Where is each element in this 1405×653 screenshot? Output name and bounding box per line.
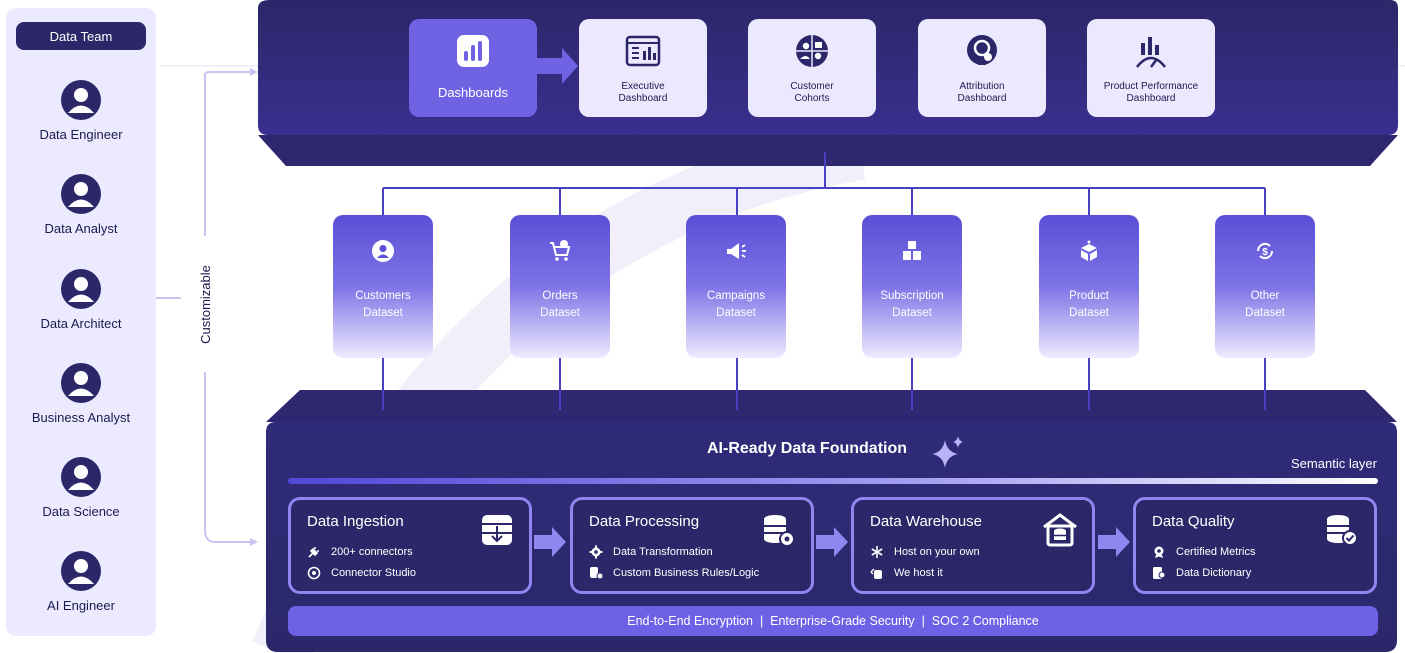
- subscription-dataset-card[interactable]: Subscription Dataset: [862, 215, 962, 358]
- cart-icon: [550, 240, 571, 261]
- user-avatar-icon: [61, 551, 101, 591]
- customer-cohorts-label: Customer Cohorts: [790, 81, 834, 104]
- team-member-label: Business Analyst: [31, 410, 131, 425]
- data-ingestion-stage[interactable]: Data Ingestion 200+ connectors Connector…: [288, 497, 532, 594]
- semantic-layer-label: Semantic layer: [1291, 456, 1377, 471]
- customer-cohorts-card[interactable]: Customer Cohorts: [748, 19, 876, 117]
- attribution-icon: [967, 35, 997, 65]
- customizable-label-box: Customizable: [181, 236, 230, 372]
- dashboards-card[interactable]: Dashboards: [409, 19, 537, 117]
- attribution-dashboard-card[interactable]: Attribution Dashboard: [918, 19, 1046, 117]
- team-member-business-analyst: Business Analyst: [6, 363, 156, 443]
- team-member-ai-engineer: AI Engineer: [6, 551, 156, 631]
- customers-dataset-label: Customers Dataset: [355, 290, 411, 319]
- svg-text:$: $: [1262, 247, 1268, 258]
- user-avatar-icon: [61, 80, 101, 120]
- executive-dashboard-card[interactable]: Executive Dashboard: [579, 19, 707, 117]
- customers-dataset-card[interactable]: Customers Dataset: [333, 215, 433, 358]
- team-member-data-analyst: Data Analyst: [6, 174, 156, 254]
- executive-dashboard-label: Executive Dashboard: [618, 81, 668, 104]
- sparkle-icon: [932, 436, 963, 468]
- dashboards-band-lip: [258, 135, 1398, 166]
- stage-row: Data Transformation: [589, 545, 713, 559]
- customizable-label: Customizable: [198, 264, 214, 344]
- team-member-label: Data Science: [42, 504, 120, 519]
- bar-chart-icon: [457, 35, 489, 67]
- foundation-title: AI-Ready Data Foundation: [707, 440, 908, 457]
- attribution-dashboard-label: Attribution Dashboard: [957, 81, 1007, 104]
- other-dataset-label: Other Dataset: [1245, 290, 1285, 319]
- certified-badge-icon: [1154, 546, 1164, 558]
- stage-row: Connector Studio: [307, 566, 416, 580]
- user-avatar-icon: [61, 269, 101, 309]
- product-performance-icon: [1136, 37, 1166, 68]
- user-avatar-icon: [61, 174, 101, 214]
- dataset-legs: [382, 358, 1266, 410]
- stage-title: Data Ingestion: [307, 513, 404, 530]
- foundation-band-lip: [266, 390, 1397, 422]
- team-member-label: Data Engineer: [39, 127, 123, 142]
- stage-row: Host on your own: [870, 545, 980, 559]
- campaigns-dataset-card[interactable]: Campaigns Dataset: [686, 215, 786, 358]
- stage-row: 200+ connectors: [307, 545, 413, 559]
- database-import-icon: [482, 515, 512, 545]
- stage-row: Certified Metrics: [1152, 545, 1255, 559]
- dashboards-label: Dashboards: [437, 85, 509, 100]
- data-quality-stage[interactable]: Data Quality Certified Metrics Data Dict…: [1133, 497, 1377, 594]
- data-team-badge: Data Team: [16, 22, 146, 50]
- data-warehouse-stage[interactable]: Data Warehouse Host on your own We host …: [851, 497, 1095, 594]
- stage-title: Data Processing: [589, 513, 700, 530]
- database-gear-icon: [764, 515, 795, 547]
- team-member-label: Data Architect: [40, 316, 122, 331]
- team-member-data-science: Data Science: [6, 457, 156, 537]
- dashboards-arrow: [537, 48, 578, 84]
- connector-studio-icon: [307, 566, 321, 580]
- user-avatar-icon: [61, 363, 101, 403]
- product-performance-dashboard-label: Product Performance Dashboard: [1103, 81, 1199, 104]
- orders-dataset-card[interactable]: Orders Dataset: [510, 215, 610, 358]
- data-team-panel: Data Team Data Engineer Data Analyst Dat…: [6, 8, 156, 636]
- team-member-data-engineer: Data Engineer: [6, 80, 156, 160]
- other-dataset-card[interactable]: $ Other Dataset: [1215, 215, 1315, 358]
- product-dataset-card[interactable]: Product Dataset: [1039, 215, 1139, 358]
- database-rules-icon: [590, 567, 603, 580]
- stage-row: Custom Business Rules/Logic: [589, 566, 759, 580]
- executive-dashboard-icon: [625, 35, 661, 67]
- stage-row: Data Dictionary: [1152, 566, 1251, 580]
- dollar-cycle-icon: $: [1256, 242, 1274, 260]
- user-avatar-icon: [61, 457, 101, 497]
- dataset-connectors: [382, 152, 1266, 215]
- gear-icon: [589, 545, 603, 559]
- semantic-layer-bar: [288, 478, 1378, 484]
- product-performance-dashboard-card[interactable]: Product Performance Dashboard: [1087, 19, 1215, 117]
- database-check-icon: [1327, 515, 1358, 546]
- customer-cohorts-icon: [796, 35, 828, 67]
- team-member-label: AI Engineer: [47, 598, 115, 613]
- plug-icon: [308, 547, 319, 558]
- snowflake-icon: [871, 546, 883, 558]
- user-icon: [372, 240, 394, 262]
- security-compliance-bar: End-to-End Encryption | Enterprise-Grade…: [288, 606, 1378, 636]
- stage-arrows: [534, 527, 1130, 557]
- team-member-data-architect: Data Architect: [6, 269, 156, 349]
- hosted-database-icon: [870, 568, 882, 579]
- dictionary-icon: [1153, 567, 1166, 579]
- stage-row: We host it: [870, 566, 943, 580]
- megaphone-icon: [727, 243, 746, 259]
- stage-title: Data Warehouse: [870, 513, 983, 530]
- orders-dataset-label: Orders Dataset: [540, 290, 580, 319]
- campaigns-dataset-label: Campaigns Dataset: [706, 290, 766, 319]
- data-processing-stage[interactable]: Data Processing Data Transformation Cust…: [570, 497, 814, 594]
- stage-title: Data Quality: [1152, 513, 1235, 530]
- team-member-label: Data Analyst: [44, 221, 118, 236]
- product-dataset-label: Product Dataset: [1069, 290, 1109, 319]
- product-box-icon: [1081, 240, 1097, 261]
- warehouse-icon: [1043, 513, 1077, 547]
- subscription-dataset-label: Subscription Dataset: [880, 290, 944, 319]
- boxes-icon: [903, 241, 921, 260]
